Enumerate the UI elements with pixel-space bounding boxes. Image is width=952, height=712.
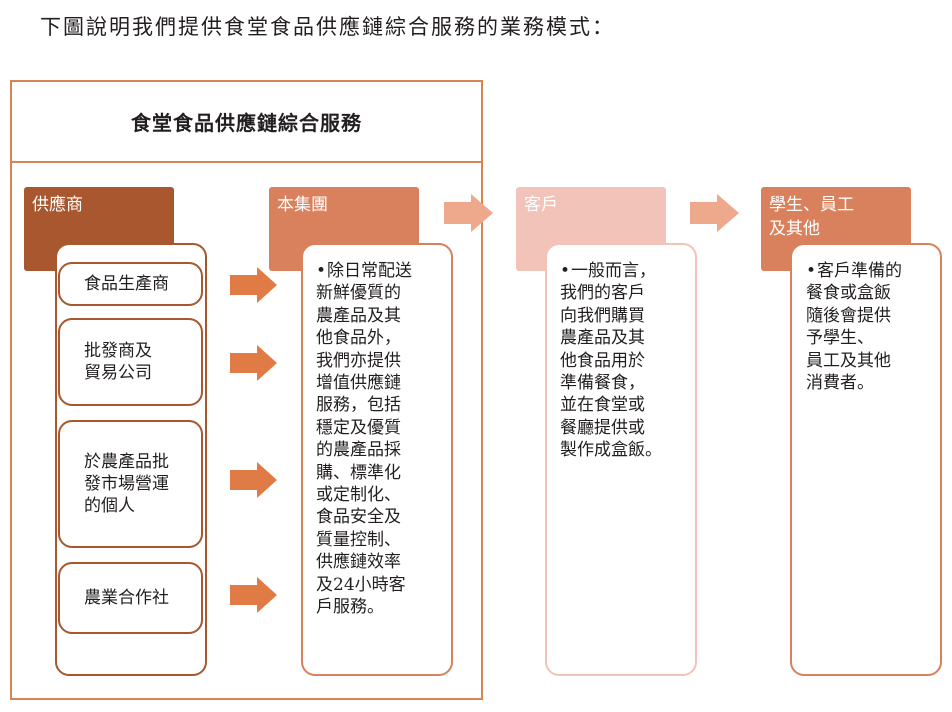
group-panel (301, 243, 453, 676)
diagram-title: 食堂食品供應鏈綜合服務 (10, 80, 483, 163)
supplier-label: 農業合作社 (84, 588, 169, 608)
supplier-label: 食品生產商 (84, 274, 169, 294)
intro-text: 下圖說明我們提供食堂食品供應鏈綜合服務的業務模式： (40, 15, 615, 39)
bullet-icon: • (316, 261, 327, 281)
supplier-cooperative: 農業合作社 (58, 562, 203, 634)
group-text: 除日常配送 新鮮優質的 農產品及其 他食品外， 我們亦提供 增值供應鏈 服務，包… (316, 261, 413, 618)
supplier-label: 批發商及 貿易公司 (84, 341, 152, 383)
customer-panel (545, 243, 697, 676)
bullet-icon: • (560, 261, 571, 281)
supplier-wholesaler: 批發商及 貿易公司 (58, 318, 203, 406)
customer-text: 一般而言， 我們的客戶 向我們購買 農產品及其 他食品用於 準備餐食， 並在食堂… (560, 261, 662, 461)
students-panel (790, 243, 942, 676)
bullet-icon: • (806, 261, 817, 281)
group-description: •除日常配送 新鮮優質的 農產品及其 他食品外， 我們亦提供 增值供應鏈 服務，… (316, 260, 448, 619)
students-text: 客戶準備的 餐食或盒飯 隨後會提供 予學生、 員工及其他 消費者。 (806, 261, 903, 394)
supplier-market-individual: 於農產品批 發市場營運 的個人 (58, 420, 203, 548)
supplier-label: 於農產品批 發市場營運 的個人 (84, 452, 169, 516)
students-description: •客戶準備的 餐食或盒飯 隨後會提供 予學生、 員工及其他 消費者。 (806, 260, 938, 394)
supplier-food-producer: 食品生產商 (58, 262, 203, 306)
customer-description: •一般而言， 我們的客戶 向我們購買 農產品及其 他食品用於 準備餐食， 並在食… (560, 260, 692, 462)
arrow-right-icon (690, 194, 739, 232)
